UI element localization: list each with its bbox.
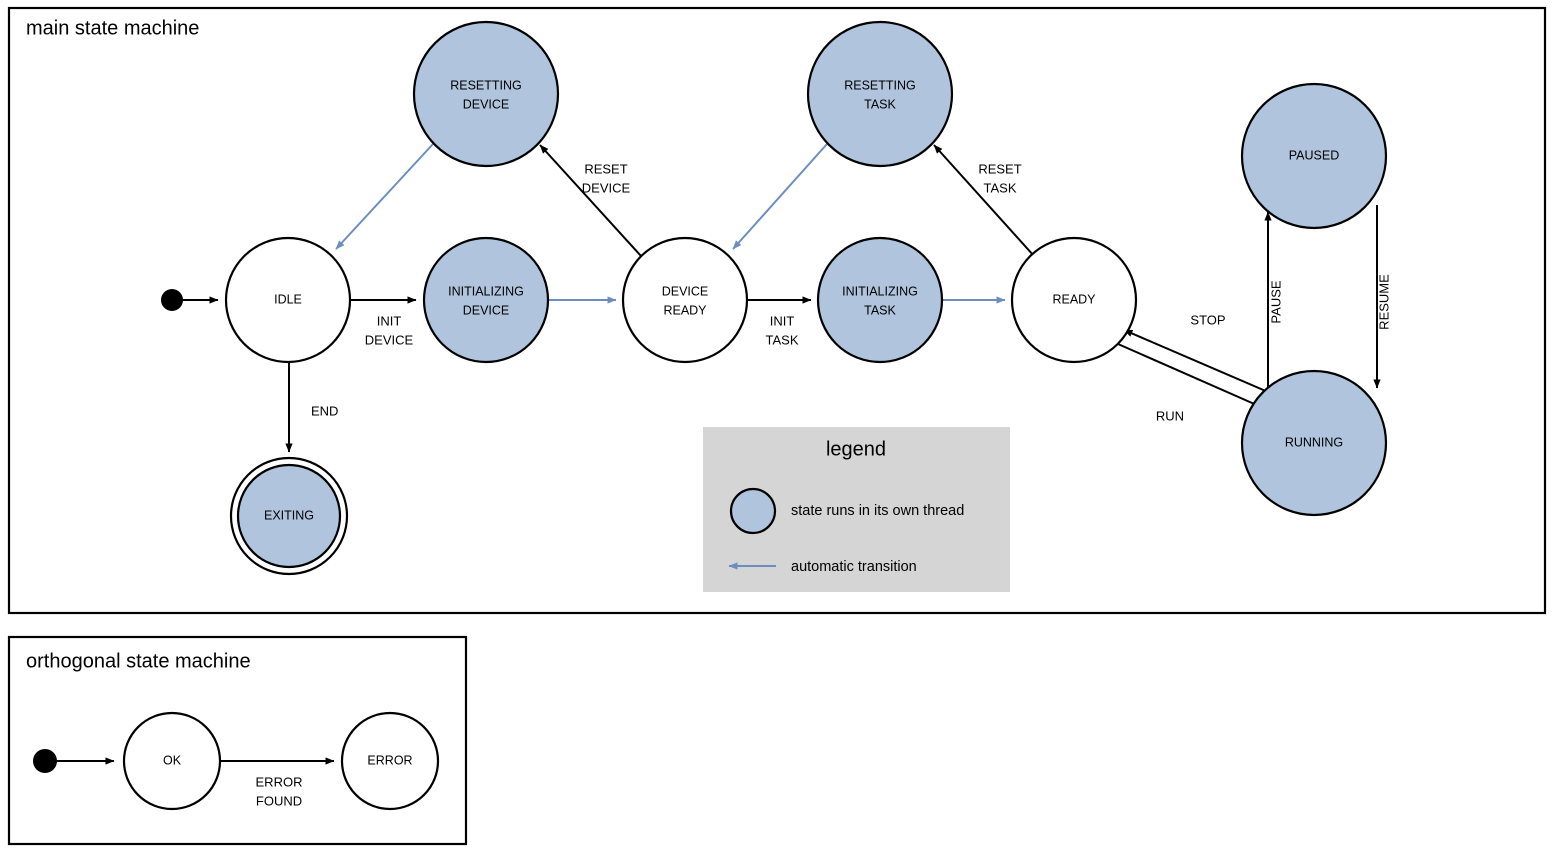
state-label-running: RUNNING (1285, 435, 1343, 449)
state-ok[interactable] (122, 711, 222, 811)
transition-label-reset-device-1: RESET (584, 161, 627, 176)
start-marker-main (161, 289, 183, 311)
state-label-resetting-task-2: TASK (864, 97, 896, 111)
transition-device-ready-to-resetting-device (539, 144, 642, 257)
state-device-ready[interactable] (621, 236, 749, 364)
start-marker-orthogonal (33, 749, 57, 773)
state-label-error: ERROR (367, 753, 412, 767)
legend-item-label-threaded-state: state runs in its own thread (791, 503, 964, 519)
transition-label-pause: PAUSE (1268, 280, 1283, 323)
transition-label-reset-task-1: RESET (978, 161, 1021, 176)
state-label-idle: IDLE (274, 292, 302, 306)
state-label-initializing-task-1: INITIALIZING (842, 284, 918, 298)
state-paused[interactable] (1240, 82, 1388, 230)
state-label-paused: PAUSED (1289, 148, 1339, 162)
transition-running-to-ready (1123, 329, 1269, 393)
transition-resetting-device-to-idle (335, 143, 434, 250)
transition-ready-to-running (1117, 343, 1269, 411)
state-ready[interactable] (1010, 236, 1138, 364)
state-label-initializing-device-2: DEVICE (463, 303, 510, 317)
state-label-resetting-task-1: RESETTING (844, 78, 916, 92)
transition-label-reset-task-2: TASK (984, 180, 1017, 195)
transition-label-init-task-1: INIT (770, 313, 795, 328)
orthogonal-state-machine-title: orthogonal state machine (26, 650, 251, 672)
transition-label-stop: STOP (1190, 312, 1225, 327)
transition-label-init-task-2: TASK (766, 332, 799, 347)
transition-label-init-device-2: DEVICE (365, 332, 414, 347)
state-label-initializing-device-1: INITIALIZING (448, 284, 524, 298)
transition-label-reset-device-2: DEVICE (582, 180, 631, 195)
state-resetting-task[interactable] (806, 20, 954, 168)
state-label-resetting-device-2: DEVICE (463, 97, 510, 111)
state-exiting[interactable] (236, 463, 342, 569)
state-error[interactable] (340, 711, 440, 811)
state-label-device-ready-2: READY (663, 303, 707, 317)
state-idle[interactable] (224, 236, 352, 364)
legend-threaded-state-swatch-icon (729, 487, 777, 535)
state-label-ready: READY (1052, 292, 1096, 306)
state-initializing-task[interactable] (816, 236, 944, 364)
state-label-exiting: EXITING (264, 508, 314, 522)
legend-item-label-auto-transition: automatic transition (791, 559, 917, 575)
state-label-initializing-task-2: TASK (864, 303, 896, 317)
state-label-device-ready-1: DEVICE (662, 284, 709, 298)
transition-label-end: END (311, 403, 338, 418)
transition-label-init-device-1: INIT (377, 313, 402, 328)
transition-resetting-task-to-device-ready (732, 143, 828, 250)
state-label-resetting-device-1: RESETTING (450, 78, 522, 92)
state-resetting-device[interactable] (412, 20, 560, 168)
transition-label-error-found-2: FOUND (256, 793, 302, 808)
transition-ready-to-resetting-task (933, 144, 1035, 257)
state-initializing-device[interactable] (422, 236, 550, 364)
transition-label-run: RUN (1156, 408, 1184, 423)
transition-label-error-found-1: ERROR (256, 774, 303, 789)
transition-label-resume: RESUME (1376, 274, 1391, 330)
state-label-ok: OK (163, 753, 182, 767)
legend-title: legend (826, 438, 886, 460)
state-running[interactable] (1240, 369, 1388, 517)
main-state-machine-title: main state machine (26, 17, 199, 39)
